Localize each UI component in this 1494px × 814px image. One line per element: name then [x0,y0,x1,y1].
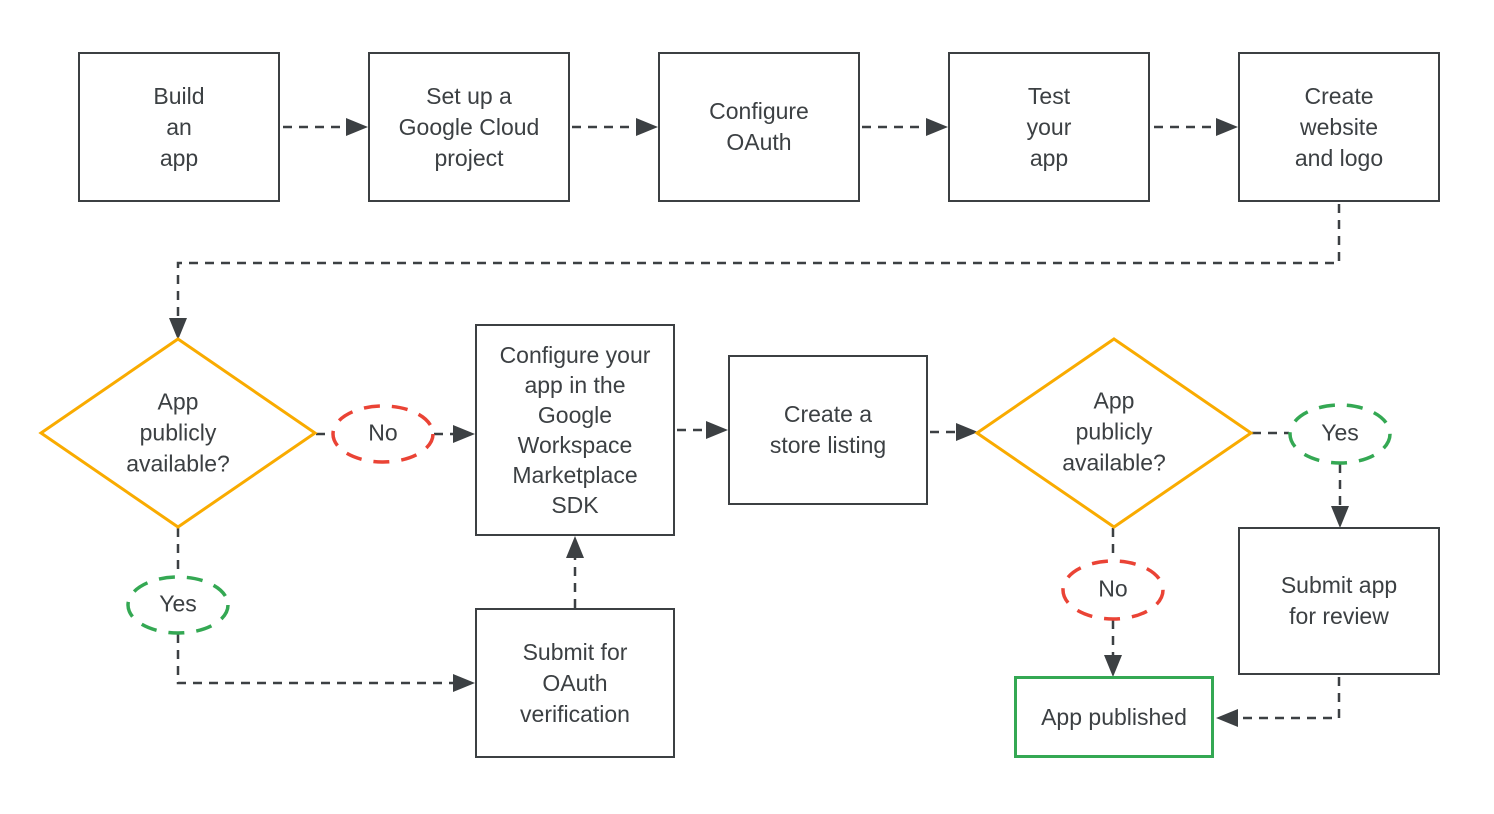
step-create-store-listing: Create a store listing [728,355,928,505]
step-test-your-app: Test your app [948,52,1150,202]
arrowhead-right [1216,118,1238,136]
step-submit-oauth-verification: Submit for OAuth verification [475,608,675,758]
arrowhead-left [1216,709,1238,727]
step-configure-oauth: Configure OAuth [658,52,860,202]
connector-review-to-published [1239,677,1341,720]
decision-label-1: App publicly available? [126,388,230,477]
arrowhead-right [926,118,948,136]
connector-website-to-decision1 [176,204,1341,318]
step-setup-google-cloud-project: Set up a Google Cloud project [368,52,570,202]
branch-label-no-1: No [368,419,398,446]
arrowhead-down [169,318,187,340]
arrowhead-right [453,674,475,692]
arrowhead-right [956,423,978,441]
arrowhead-right [636,118,658,136]
arrowhead-down [1331,506,1349,528]
arrowhead-down [1104,655,1122,677]
step-build-an-app: Build an app [78,52,280,202]
branch-label-yes-1: Yes [159,590,197,617]
arrowhead-right [346,118,368,136]
step-configure-marketplace-sdk: Configure your app in the Google Workspa… [475,324,675,536]
branch-label-no-2: No [1098,575,1128,602]
step-app-published: App published [1014,676,1214,758]
decision-diamond-2 [974,337,1254,529]
connector-lines [176,125,1342,720]
branch-ellipse-no-2 [1061,559,1165,621]
decision-diamond-1 [38,337,318,529]
branch-ellipse-yes-1 [126,575,230,635]
decision-label-2: App publicly available? [1062,387,1166,476]
branch-ellipse-no-1 [331,404,435,464]
arrowhead-right [453,425,475,443]
arrowhead-up [566,536,584,558]
branch-label-yes-2: Yes [1321,419,1359,446]
arrowhead-right [706,421,728,439]
connector-yes1-to-submit-oauth [176,634,453,685]
step-submit-app-for-review: Submit app for review [1238,527,1440,675]
branch-ellipse-yes-2 [1288,403,1392,465]
step-create-website-and-logo: Create website and logo [1238,52,1440,202]
arrowheads [169,118,1349,727]
